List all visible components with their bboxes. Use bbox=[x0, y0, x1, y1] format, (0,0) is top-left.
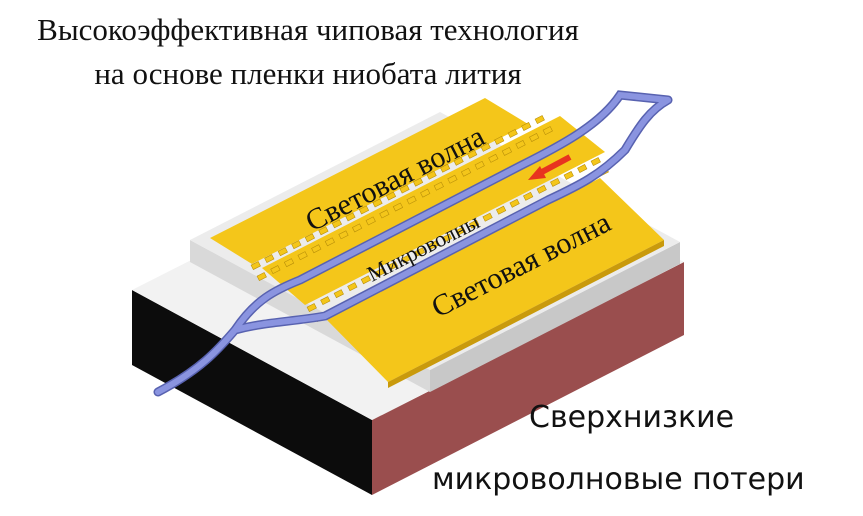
electrode-tooth bbox=[304, 233, 315, 243]
electrode-tooth bbox=[428, 240, 439, 250]
electrode-tooth bbox=[320, 296, 331, 306]
electrode-tooth bbox=[392, 202, 404, 212]
electrode-tooth bbox=[515, 140, 526, 149]
electrode-tooth bbox=[441, 233, 453, 243]
arrow-icon bbox=[528, 154, 572, 180]
electrode-tooth bbox=[447, 174, 458, 184]
electrode-tooth bbox=[250, 261, 261, 271]
electrode-tooth bbox=[460, 167, 472, 177]
electrode-tooth bbox=[352, 223, 363, 233]
substrate-side bbox=[132, 290, 372, 495]
electrode-tooth bbox=[433, 181, 444, 191]
electrode-tooth bbox=[467, 149, 478, 159]
electrode-tooth bbox=[529, 133, 540, 142]
electrode-tooth bbox=[590, 157, 601, 167]
electrode-tooth bbox=[507, 129, 518, 138]
electrode-tooth bbox=[501, 146, 513, 156]
electrode-tooth bbox=[311, 244, 322, 254]
electrode-tooth bbox=[306, 303, 317, 313]
electrode-tooth bbox=[291, 240, 302, 250]
electrode-top bbox=[210, 98, 528, 264]
electrode-tooth bbox=[468, 219, 480, 229]
electrode-tooth bbox=[401, 254, 412, 264]
electrode-bottom bbox=[325, 178, 664, 382]
electrode-tooth bbox=[420, 188, 431, 198]
title-line-2: на основе пленки ниобата лития bbox=[94, 56, 522, 91]
electrode-tooth bbox=[347, 282, 358, 292]
electrode-tooth bbox=[385, 191, 397, 201]
electrode-front-edge bbox=[388, 240, 664, 388]
electrode-tooth bbox=[496, 205, 507, 215]
electrode-tooth bbox=[318, 226, 329, 236]
electrode-tooth bbox=[264, 254, 275, 264]
electrode-tooth bbox=[563, 171, 574, 180]
electrode-tooth bbox=[338, 230, 349, 240]
electrode-tooth bbox=[414, 247, 426, 257]
electrode-tooth bbox=[426, 170, 437, 180]
electrode-tooth bbox=[324, 237, 335, 247]
electrode-tooth bbox=[536, 184, 547, 194]
electrode-tooth bbox=[550, 177, 561, 187]
electrode-tooth bbox=[365, 216, 376, 226]
caption-line-1: Сверхнизкие bbox=[529, 400, 735, 435]
electrode-tooth bbox=[270, 265, 281, 275]
electrode-tooth bbox=[399, 184, 410, 194]
electrode-tooth bbox=[480, 142, 491, 152]
substrate-front bbox=[372, 262, 684, 495]
electrode-tooth bbox=[333, 289, 344, 299]
electrode-tooth bbox=[440, 163, 451, 173]
electrode-tooth bbox=[374, 268, 385, 278]
electrode-tooth bbox=[494, 135, 505, 145]
electrode-tooth bbox=[482, 212, 493, 222]
electrode-tooth bbox=[523, 191, 534, 201]
film-front bbox=[430, 242, 680, 392]
electrode-tooth bbox=[455, 226, 466, 236]
electrode-tooth bbox=[534, 115, 545, 125]
electrode-tooth bbox=[256, 272, 267, 282]
title-line-1: Высокоэффективная чиповая технология bbox=[37, 12, 579, 47]
electrode-tooth bbox=[542, 126, 553, 136]
electrode-tooth bbox=[509, 198, 520, 208]
electrode-tooth bbox=[521, 122, 532, 131]
electrode-tooth bbox=[297, 251, 308, 261]
waveguide bbox=[153, 90, 673, 397]
electrode-tooth bbox=[331, 219, 343, 229]
electrode-tooth bbox=[453, 156, 464, 166]
electrode-tooth bbox=[345, 212, 356, 222]
caption-line-2: микроволновые потери bbox=[432, 462, 805, 497]
electrode-tooth bbox=[283, 258, 295, 268]
electrode-tooth bbox=[379, 209, 390, 219]
electrode-tooth bbox=[358, 205, 370, 215]
electrode-tooth bbox=[360, 275, 371, 285]
electrode-tooth bbox=[387, 261, 399, 271]
waveguide-core bbox=[155, 91, 671, 395]
electrode-tooth bbox=[406, 195, 417, 205]
electrode-tooth bbox=[412, 177, 424, 187]
electrode-tooth bbox=[474, 160, 485, 170]
electrode-tooth bbox=[277, 247, 288, 257]
electrode-tooth bbox=[372, 198, 383, 208]
electrode-tooth bbox=[488, 153, 499, 163]
electrode-tooth bbox=[577, 164, 588, 173]
